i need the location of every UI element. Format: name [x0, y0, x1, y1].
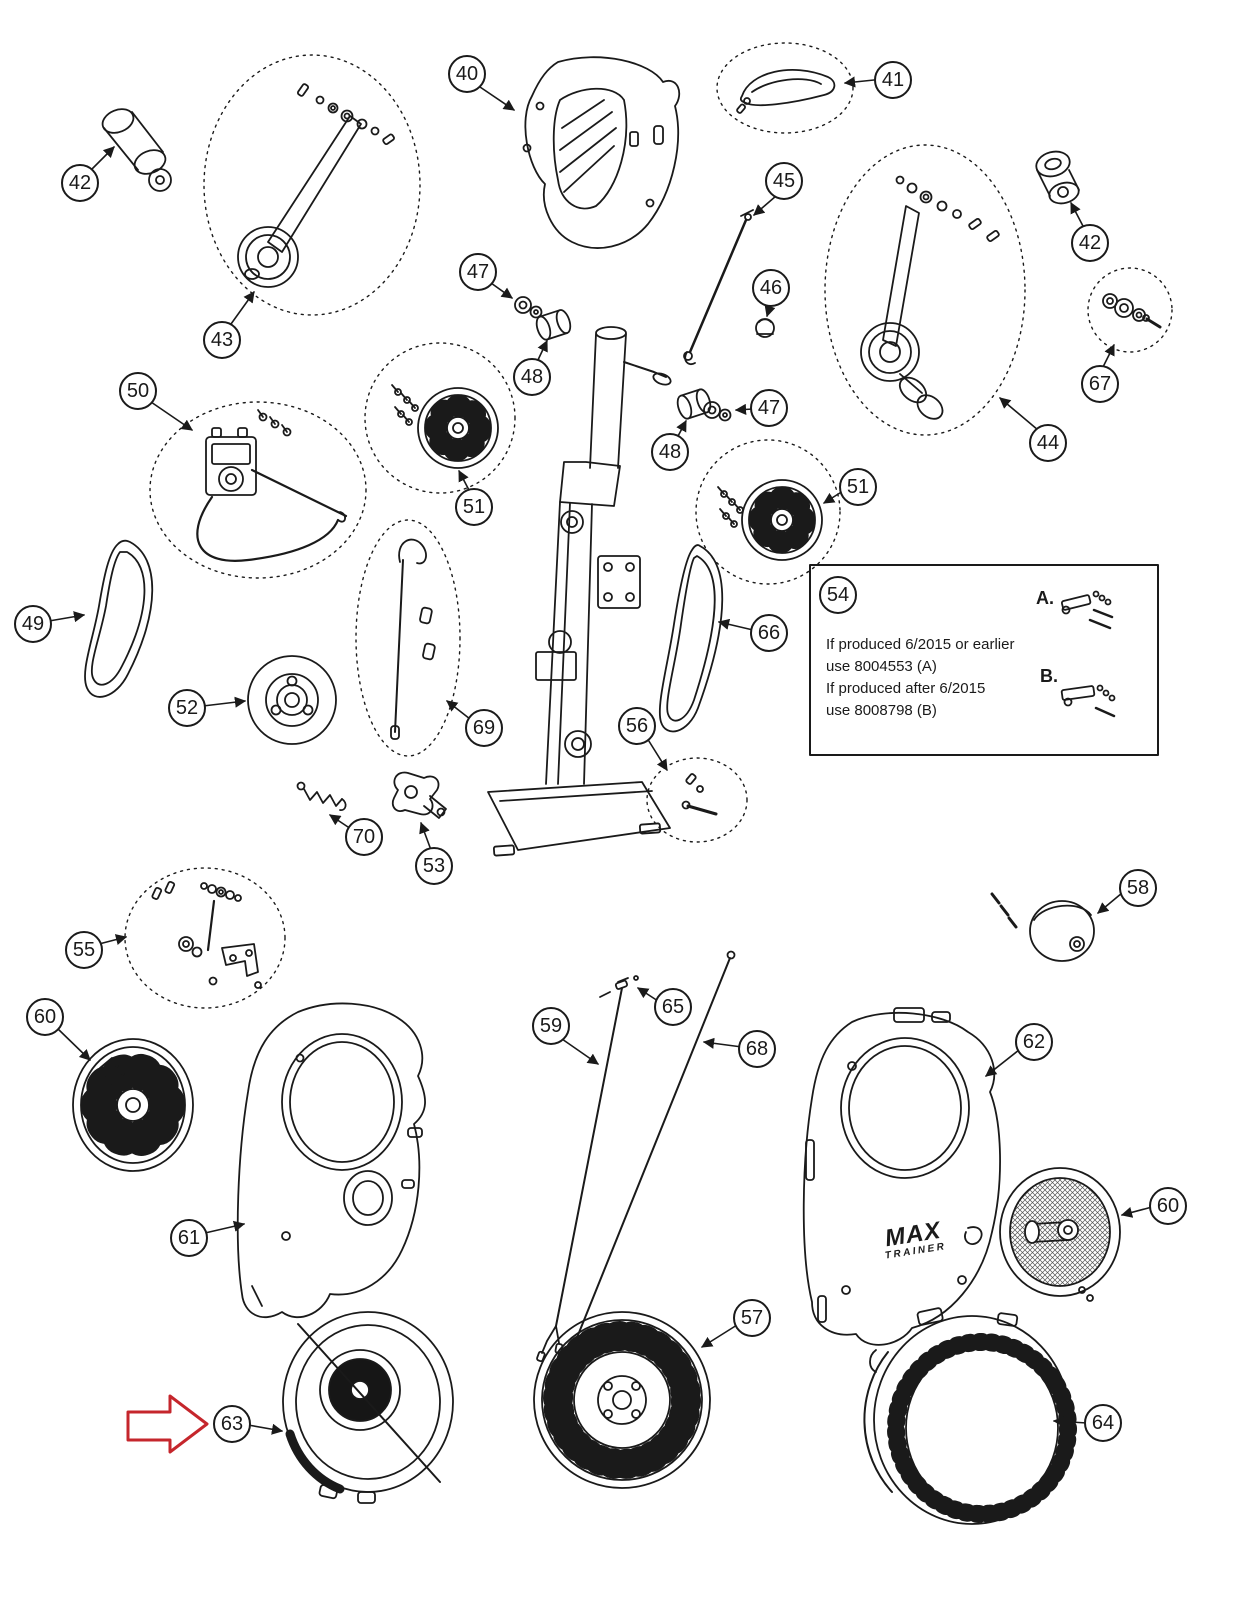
- part-47-washers-left: [514, 296, 543, 319]
- callout-51-left: 51: [455, 488, 493, 526]
- callout-55: 55: [65, 931, 103, 969]
- part-41-handlebar-cap: [736, 69, 836, 114]
- callout-70: 70: [345, 818, 383, 856]
- part-68-tension-cable: [565, 950, 736, 1363]
- callout-64: 64: [1084, 1404, 1122, 1442]
- note-box-text: If produced 6/2015 or earlier use 800455…: [826, 634, 1061, 722]
- part-69-adjustment-rod: [390, 538, 436, 740]
- callout-60-left: 60: [26, 998, 64, 1036]
- part-67-axle-hardware: [1102, 293, 1162, 329]
- callout-43: 43: [203, 321, 241, 359]
- callout-46: 46: [752, 269, 790, 307]
- callout-47-right: 47: [750, 389, 788, 427]
- part-49-drive-belt-left: [84, 539, 154, 698]
- option-b-label: B.: [1040, 666, 1058, 686]
- callout-62: 62: [1015, 1023, 1053, 1061]
- callout-51-right: 51: [839, 468, 877, 506]
- callout-50: 50: [119, 372, 157, 410]
- part-57-fan-wheel: [533, 1311, 711, 1489]
- part-66-drive-belt-right: [658, 544, 724, 733]
- part-65-cable-connector: [599, 975, 639, 998]
- part-48-roller-left: [535, 309, 572, 341]
- part-42-pedal-axle-left: [101, 108, 172, 192]
- callout-54: 54: [819, 576, 857, 614]
- callout-66: 66: [750, 614, 788, 652]
- part-62-side-shroud-right: [802, 1007, 1001, 1346]
- callout-41: 41: [874, 61, 912, 99]
- part-51-pulley-right: [717, 479, 823, 561]
- part-40-console-mast-cover: [522, 56, 681, 249]
- part-53-tension-bracket: [391, 771, 447, 819]
- callout-65: 65: [654, 988, 692, 1026]
- note-line-3: If produced after 6/2015: [826, 680, 986, 697]
- callout-49: 49: [14, 605, 52, 643]
- part-50-resistance-motor-assembly: [196, 409, 348, 562]
- dotted-enclosures: [124, 42, 1173, 1009]
- note-line-1: If produced 6/2015 or earlier: [826, 636, 1015, 653]
- part-43-crank-arm-assembly: [237, 83, 395, 288]
- callout-58: 58: [1119, 869, 1157, 907]
- callout-47-left: 47: [459, 253, 497, 291]
- callout-57: 57: [733, 1299, 771, 1337]
- part-47-washers-right: [703, 401, 732, 422]
- note-line-4: use 8008798 (B): [826, 702, 937, 719]
- part-70-spring: [296, 781, 347, 811]
- callout-60-right: 60: [1149, 1187, 1187, 1225]
- callout-52: 52: [168, 689, 206, 727]
- callout-48-right: 48: [651, 433, 689, 471]
- part-61-side-shroud-left: [236, 1002, 426, 1319]
- part-64-flywheel-drum: [863, 1307, 1077, 1525]
- part-63-flywheel-cover: [282, 1311, 454, 1504]
- callout-42-left: 42: [61, 164, 99, 202]
- callout-56: 56: [618, 707, 656, 745]
- part-main-frame: [487, 326, 672, 857]
- callout-67: 67: [1081, 365, 1119, 403]
- callout-44: 44: [1029, 424, 1067, 462]
- part-44-crank-arm-assembly-right: [860, 175, 1000, 420]
- part-51-pulley-left: [391, 384, 499, 469]
- callout-59: 59: [532, 1007, 570, 1045]
- part-48-roller-right: [676, 388, 712, 420]
- callout-45: 45: [765, 162, 803, 200]
- part-52-pulley-disc: [247, 655, 337, 745]
- red-arrow-indicator: [126, 1394, 209, 1454]
- part-54-note-box-frame: [809, 564, 1159, 756]
- callout-48-left: 48: [513, 358, 551, 396]
- option-a-label: A.: [1036, 588, 1054, 608]
- part-56-hardware-set: [681, 773, 718, 816]
- callout-68: 68: [738, 1030, 776, 1068]
- part-42-pedal-axle-right: [1035, 150, 1080, 205]
- part-58-end-cap-knob: [990, 892, 1095, 962]
- callout-42-right: 42: [1071, 224, 1109, 262]
- part-55-linkage-hardware: [151, 880, 262, 989]
- callout-61: 61: [170, 1219, 208, 1257]
- callout-53: 53: [415, 847, 453, 885]
- part-60-wheel-cover-left: [72, 1038, 194, 1172]
- callout-63: 63: [213, 1405, 251, 1443]
- leader-lines: [48, 76, 1153, 1435]
- note-line-2: use 8004553 (A): [826, 658, 937, 675]
- part-45-tension-rod: [683, 209, 754, 365]
- part-46-clip: [755, 318, 775, 338]
- callout-40: 40: [448, 55, 486, 93]
- callout-69: 69: [465, 709, 503, 747]
- part-60-wheel-cover-right: [999, 1167, 1121, 1302]
